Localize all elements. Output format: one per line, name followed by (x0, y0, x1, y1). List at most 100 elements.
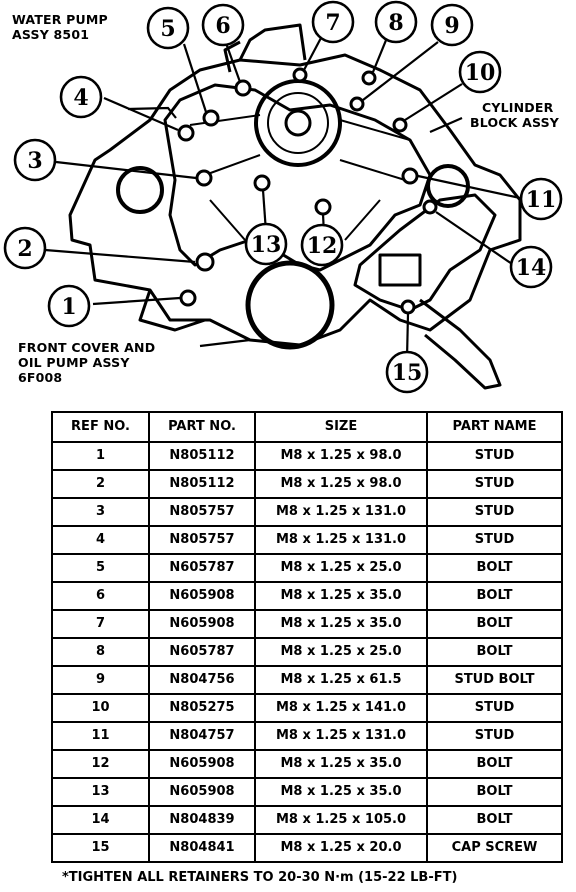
callout-11: 11 (519, 177, 563, 221)
cell-ref-no: 15 (51, 833, 150, 863)
cell-part-no: N805112 (148, 469, 256, 499)
cell-size: M8 x 1.25 x 141.0 (254, 693, 428, 723)
callout-8: 8 (374, 0, 418, 44)
cell-part-name: STUD (426, 525, 563, 555)
callout-8-text: 8 (388, 10, 403, 36)
cell-size: M8 x 1.25 x 20.0 (254, 833, 428, 863)
cell-part-name: STUD (426, 469, 563, 499)
fastener-7 (292, 67, 308, 83)
cylinder-block-label-line2: BLOCK ASSY (470, 115, 560, 130)
cell-part-no: N804756 (148, 665, 256, 695)
cell-part-name: STUD (426, 721, 563, 751)
callout-7: 7 (311, 0, 355, 44)
cell-part-no: N805757 (148, 497, 256, 527)
fastener-11 (401, 167, 419, 185)
cell-size: M8 x 1.25 x 131.0 (254, 525, 428, 555)
engine-drawing (68, 23, 522, 390)
cell-size: M8 x 1.25 x 35.0 (254, 609, 428, 639)
callout-10-text: 10 (465, 60, 496, 86)
cell-part-no: N804841 (148, 833, 256, 863)
cylinder-block-label-line1: CYLINDER (482, 100, 554, 115)
header-part-name: PART NAME (426, 411, 563, 443)
fastener-10 (392, 117, 408, 133)
cylinder-block-label: CYLINDER BLOCK ASSY (470, 100, 559, 130)
callout-14-text: 14 (516, 255, 547, 281)
fastener-1 (179, 289, 197, 307)
header-ref-no: REF NO. (51, 411, 150, 443)
fastener-9 (349, 96, 365, 112)
fastener-6 (234, 79, 252, 97)
fastener-2 (195, 252, 215, 272)
cell-part-name: BOLT (426, 777, 563, 807)
cell-size: M8 x 1.25 x 25.0 (254, 637, 428, 667)
callout-14: 14 (509, 245, 553, 289)
cell-part-no: N804757 (148, 721, 256, 751)
fastener-8 (361, 70, 377, 86)
fastener-4 (177, 124, 195, 142)
torque-footnote: *TIGHTEN ALL RETAINERS TO 20-30 N·m (15-… (62, 870, 458, 885)
front-cover-label: FRONT COVER AND OIL PUMP ASSY 6F008 (18, 340, 155, 385)
callout-7-text: 7 (325, 10, 340, 36)
cell-ref-no: 14 (51, 805, 150, 835)
fastener-13 (253, 174, 271, 192)
cell-size: M8 x 1.25 x 131.0 (254, 721, 428, 751)
header-part-no: PART NO. (148, 411, 256, 443)
cell-size: M8 x 1.25 x 61.5 (254, 665, 428, 695)
cell-part-no: N605908 (148, 581, 256, 611)
cell-part-name: BOLT (426, 553, 563, 583)
cell-size: M8 x 1.25 x 98.0 (254, 469, 428, 499)
cell-part-name: BOLT (426, 609, 563, 639)
front-cover-label-line3: 6F008 (18, 370, 63, 385)
cell-ref-no: 4 (51, 525, 150, 555)
callout-12-text: 12 (307, 233, 338, 259)
cell-part-name: CAP SCREW (426, 833, 563, 863)
cell-size: M8 x 1.25 x 98.0 (254, 441, 428, 471)
callout-5-text: 5 (160, 16, 175, 42)
callout-5: 5 (146, 6, 190, 50)
header-size: SIZE (254, 411, 428, 443)
callouts: 1 2 3 4 5 6 7 8 9 10 11 12 13 14 15 (3, 0, 563, 394)
cell-ref-no: 8 (51, 637, 150, 667)
cell-part-no: N805757 (148, 525, 256, 555)
cell-part-no: N605908 (148, 777, 256, 807)
callout-4: 4 (59, 75, 103, 119)
callout-1-text: 1 (61, 294, 76, 320)
cell-part-name: STUD BOLT (426, 665, 563, 695)
water-pump-label: WATER PUMP ASSY 8501 (12, 12, 108, 42)
water-pump-label-line2: ASSY 8501 (12, 27, 90, 42)
callout-13: 13 (244, 222, 288, 266)
front-cover-label-line2: OIL PUMP ASSY (18, 355, 130, 370)
cell-ref-no: 5 (51, 553, 150, 583)
cell-part-no: N605908 (148, 749, 256, 779)
callout-4-text: 4 (73, 85, 88, 111)
cell-part-name: BOLT (426, 805, 563, 835)
fastener-points (177, 67, 438, 315)
cell-part-name: BOLT (426, 581, 563, 611)
cell-size: M8 x 1.25 x 131.0 (254, 497, 428, 527)
callout-1: 1 (47, 284, 91, 328)
cell-ref-no: 1 (51, 441, 150, 471)
cell-part-no: N805112 (148, 441, 256, 471)
fastener-14 (422, 199, 438, 215)
cell-part-name: STUD (426, 693, 563, 723)
fastener-15 (400, 299, 416, 315)
cell-ref-no: 9 (51, 665, 150, 695)
cell-ref-no: 13 (51, 777, 150, 807)
cell-part-name: BOLT (426, 749, 563, 779)
callout-2: 2 (3, 226, 47, 270)
cell-part-no: N605787 (148, 553, 256, 583)
callout-3-text: 3 (27, 148, 42, 174)
